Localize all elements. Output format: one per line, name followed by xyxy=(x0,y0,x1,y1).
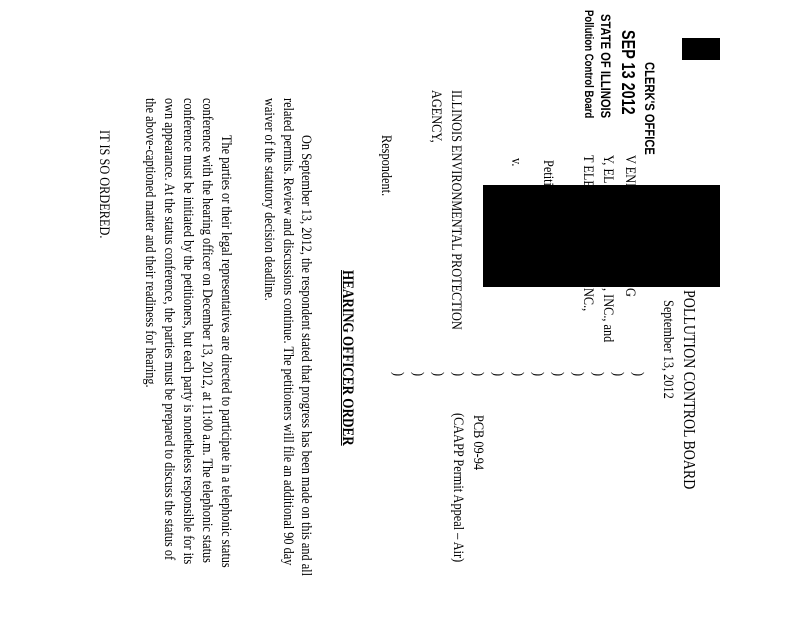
caption-parenthesis: ) xyxy=(430,372,446,377)
caption-parenthesis: ) xyxy=(470,372,486,377)
paragraph2-line: The parties or their legal representativ… xyxy=(218,135,234,568)
paragraph2-line: the above-captioned matter and their rea… xyxy=(142,98,158,388)
case-number: PCB 09-94 xyxy=(470,415,486,471)
case-type: (CAAPP Permit Appeal – Air) xyxy=(450,413,466,563)
redaction-block-top xyxy=(682,38,720,60)
caption-parenthesis: ) xyxy=(630,372,646,377)
caption-parenthesis: ) xyxy=(550,372,566,377)
petitioner-text: , INC., and xyxy=(600,288,616,343)
petitioner-text: G xyxy=(622,288,638,297)
paragraph2-line: conference must be initiated by the peti… xyxy=(180,98,196,565)
respondent-name: ILLINOIS ENVIRONMENTAL PROTECTION xyxy=(448,90,464,330)
petitioner-text: T ELE xyxy=(580,155,596,188)
stamp-clerks-office: CLERK'S OFFICE xyxy=(642,62,658,155)
caption-parenthesis: ) xyxy=(490,372,506,377)
board-name: POLLUTION CONTROL BOARD xyxy=(680,290,699,490)
respondent-label: Respondent. xyxy=(378,135,394,197)
order-date: September 13, 2012 xyxy=(660,300,676,399)
paragraph1-line: related permits. Review and discussions … xyxy=(280,98,296,566)
order-title: HEARING OFFICER ORDER xyxy=(339,270,356,446)
paragraph2-line: own appearance. At the status conference… xyxy=(161,98,177,561)
caption-parenthesis: ) xyxy=(510,372,526,377)
caption-parenthesis: ) xyxy=(450,372,466,377)
caption-parenthesis: ) xyxy=(590,372,606,377)
petitioner-text: Y, EL xyxy=(600,155,616,184)
caption-parenthesis: ) xyxy=(570,372,586,377)
caption-parenthesis: ) xyxy=(390,372,406,377)
redaction-block xyxy=(483,185,720,287)
paragraph2-line: conference with the hearing officer on D… xyxy=(199,98,215,563)
paragraph1-line: On September 13, 2012, the respondent st… xyxy=(298,135,314,576)
versus: v. xyxy=(508,158,524,167)
stamp-date: SEP 13 2012 xyxy=(618,30,638,115)
stamp-board: Pollution Control Board xyxy=(582,10,596,119)
paragraph1-line: waiver of the statutory decision deadlin… xyxy=(261,98,277,301)
respondent-name: AGENCY, xyxy=(428,90,444,143)
caption-parenthesis: ) xyxy=(610,372,626,377)
caption-parenthesis: ) xyxy=(410,372,426,377)
caption-parenthesis: ) xyxy=(530,372,546,377)
stamp-state: STATE OF ILLINOIS xyxy=(598,14,614,119)
petitioner-text: NC., xyxy=(580,288,596,312)
closing: IT IS SO ORDERED. xyxy=(96,130,112,239)
